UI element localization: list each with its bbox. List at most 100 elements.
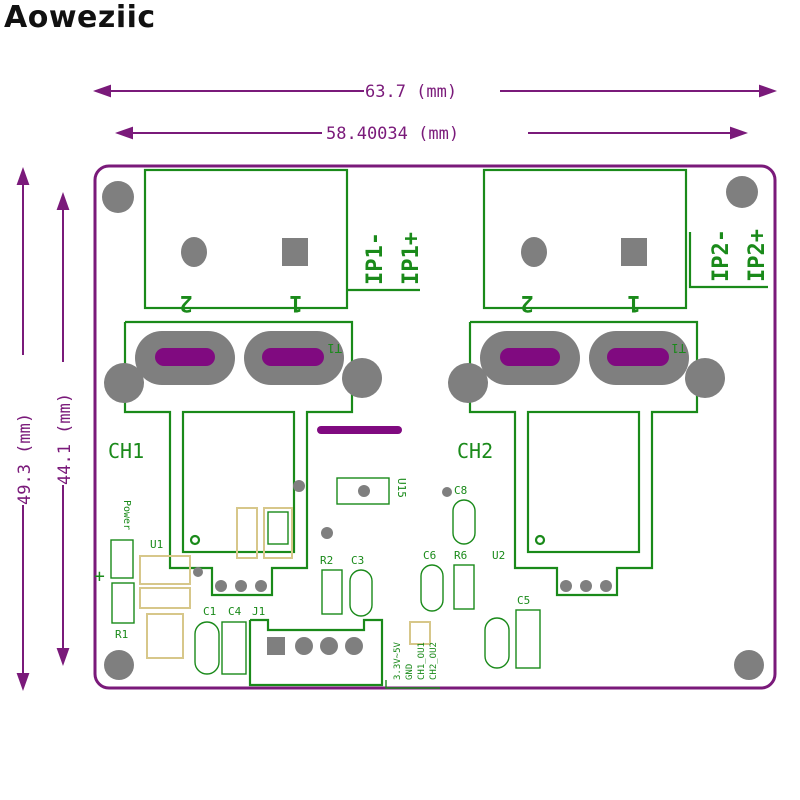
brand-title: Aoweziic [4,0,156,35]
ch1-sip-pad-3 [255,580,267,592]
dimension-outer-width [93,84,777,98]
cream-part-2-inner [267,511,289,545]
channel-1-label: CH1 [108,439,144,463]
terminal-right-label-b: IP2+ [745,229,770,282]
ch2-pad-right [685,358,725,398]
ch2-pad-left [448,363,488,403]
j1-label: J1 [252,605,265,618]
mounting-hole-bottom-right [734,650,764,680]
ch2-sip-pad-2 [580,580,592,592]
mounting-hole-top-right [726,176,758,208]
power-label: Power [121,500,132,530]
ch1-footprint [123,320,354,597]
ch1-slot-hole-2 [262,348,324,366]
terminal-left-pin1-label: 1 [289,290,302,315]
u1-body [139,587,191,609]
c6-outline [420,564,444,612]
pin-label-ch2: CH2_OU2 [429,642,439,680]
c6-label: C6 [423,549,436,562]
ch1-sip-pad-1 [215,580,227,592]
ch2-slot-hole-2 [607,348,669,366]
ch1-sip-pad-2 [235,580,247,592]
r1-outline [111,582,135,624]
terminal-block-right [482,168,688,310]
r2-outline [321,569,343,615]
terminal-left-pin2-label: 2 [179,290,192,315]
pin-label-bracket [385,680,440,689]
terminal-block-left [143,168,349,310]
terminal-left-label-b: IP1+ [399,232,424,285]
c4-label: C4 [228,605,242,618]
terminal-right-bracket [688,232,768,289]
ch2-chip-outline [526,410,641,554]
u15-pad [358,485,370,497]
r2-label: R2 [320,554,333,567]
c3-outline [349,569,373,617]
ch2-pin1-marker [534,534,546,546]
j1-pin-1 [267,637,285,655]
c1-label: C1 [203,605,216,618]
mounting-hole-bottom-left [104,650,134,680]
u15-outline [336,477,390,505]
dimension-inner-width [115,126,748,140]
u15-label: U15 [395,478,408,498]
ch2-slot-hole-1 [500,348,560,366]
power-led-outline [110,539,134,579]
pin-label-vcc: 3.3V~5V [393,641,403,680]
r1-label: R1 [115,628,128,641]
plus-label: + [94,566,105,587]
terminal-right-pin1-label: 1 [627,290,640,315]
u2-label: U2 [492,549,505,562]
c5-label: C5 [517,594,530,607]
ch2-footprint [468,320,699,597]
outer-height-label: 49.3 (mm) [15,413,35,505]
ch2-t-label: T1 [672,341,686,355]
ch1-pad-right [342,358,382,398]
ch2-sip-pad-3 [600,580,612,592]
ch1-t-label: T1 [328,341,342,355]
trace-segment [317,426,402,434]
j1-pin-2 [295,637,313,655]
inner-width-label: 58.40034 (mm) [326,124,459,144]
c5-outline [515,609,541,669]
inner-height-label: 44.1 (mm) [55,393,75,485]
u1-outline [139,555,191,585]
via-1 [293,480,305,492]
terminal-left-pad-1 [282,238,308,266]
terminal-left-label-a: IP1- [363,232,388,285]
terminal-right-label-a: IP2- [709,229,734,282]
terminal-right-pad-2 [521,237,547,267]
dimension-inner-height [56,192,70,666]
r6-outline [453,564,475,610]
cream-part-2 [263,507,293,559]
c8-label: C8 [454,484,467,497]
c4-outline [221,621,247,675]
channel-2-label: CH2 [457,439,493,463]
c1-outline [194,621,220,675]
j1-outline [248,618,384,687]
terminal-left-pad-2 [181,237,207,267]
j1-pin-3 [320,637,338,655]
dimension-outer-height [16,167,30,691]
ch1-slot-hole-1 [155,348,215,366]
cream-part-1 [236,507,258,559]
c3-label: C3 [351,554,364,567]
j1-pin-4 [345,637,363,655]
ch2-sip-pad-1 [560,580,572,592]
c5b-outline [484,617,510,669]
via-2 [321,527,333,539]
c8-outline [452,499,476,545]
terminal-right-pad-1 [621,238,647,266]
via-3 [442,487,452,497]
u1-label: U1 [150,538,163,551]
pin-label-gnd: GND [405,664,415,680]
outer-width-label: 63.7 (mm) [365,82,457,102]
ch1-chip-outline [181,410,296,554]
u1-cap [146,613,184,659]
mounting-hole-top-left [102,181,134,213]
ch1-pad-left [104,363,144,403]
pin-label-ch1: CH1_OU1 [417,642,427,680]
u1-via [193,567,203,577]
ch1-pin1-marker [189,534,201,546]
